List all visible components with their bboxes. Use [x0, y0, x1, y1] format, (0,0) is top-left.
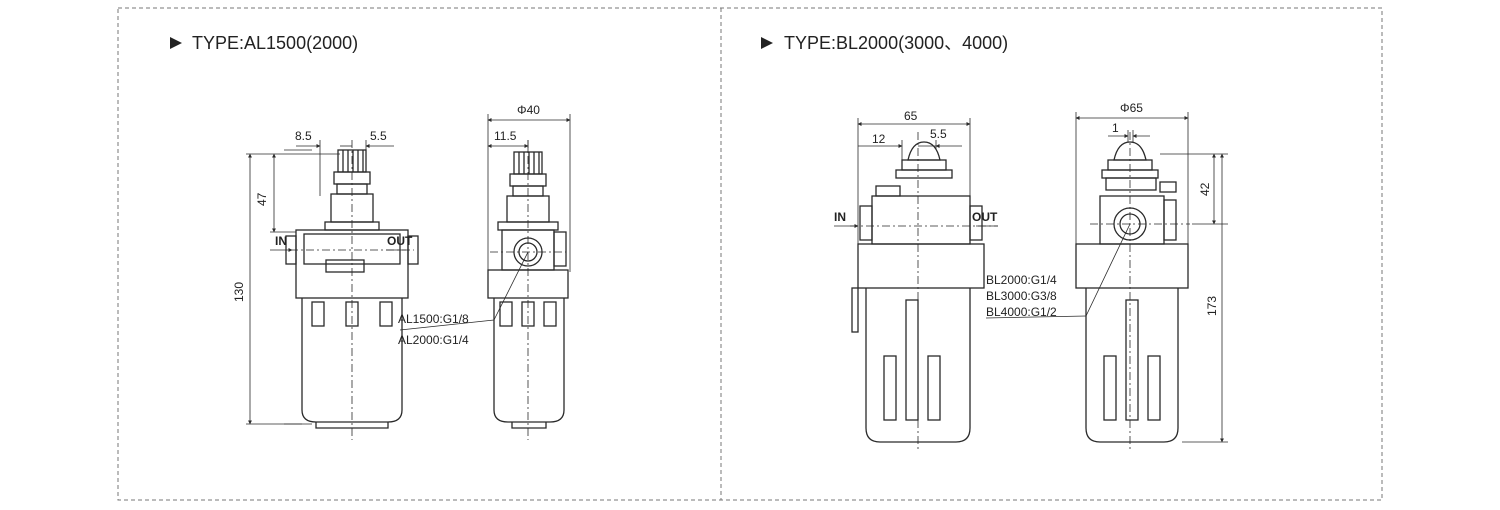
out-label: OUT: [972, 210, 998, 224]
dim-11-5: 11.5: [494, 129, 517, 143]
al-side-dims: [399, 114, 571, 440]
dim-8-5: 8.5: [295, 129, 312, 143]
dim-phi-40: Φ40: [517, 103, 540, 117]
panel-title: TYPE:AL1500(2000): [192, 33, 358, 53]
panel-frames: [117, 7, 1383, 501]
in-label: IN: [834, 210, 846, 224]
thread-note-bl2000: BL2000:G1/4: [986, 273, 1057, 287]
out-label: OUT: [387, 234, 413, 248]
bullet-arrow-icon: [170, 37, 182, 49]
thread-note-bl4000: BL4000:G1/2: [986, 305, 1057, 319]
dim-12: 12: [872, 132, 886, 146]
dim-130: 130: [232, 282, 246, 302]
dim-65: 65: [904, 109, 918, 123]
panel-bl: TYPE:BL2000(3000、4000): [761, 33, 1228, 450]
thread-note-bl3000: BL3000:G3/8: [986, 289, 1057, 303]
panel-title: TYPE:BL2000(3000、4000): [784, 33, 1008, 53]
dim-47: 47: [255, 192, 269, 206]
dim-5-5: 5.5: [370, 129, 387, 143]
in-label: IN: [275, 234, 287, 248]
al-front-dims: [246, 140, 414, 440]
dim-1: 1: [1112, 121, 1119, 135]
panel-al: TYPE:AL1500(2000): [170, 33, 571, 440]
bl-side-view: [1075, 141, 1189, 443]
dim-42: 42: [1198, 182, 1212, 196]
bl-side-dims: [985, 112, 1228, 450]
dim-173: 173: [1205, 296, 1219, 316]
thread-note-al1500: AL1500:G1/8: [398, 312, 469, 326]
dim-5-5: 5.5: [930, 127, 947, 141]
bl-front-dims: [834, 118, 998, 450]
bullet-arrow-icon: [761, 37, 773, 49]
dim-phi-65: Φ65: [1120, 101, 1143, 115]
thread-note-al2000: AL2000:G1/4: [398, 333, 469, 347]
